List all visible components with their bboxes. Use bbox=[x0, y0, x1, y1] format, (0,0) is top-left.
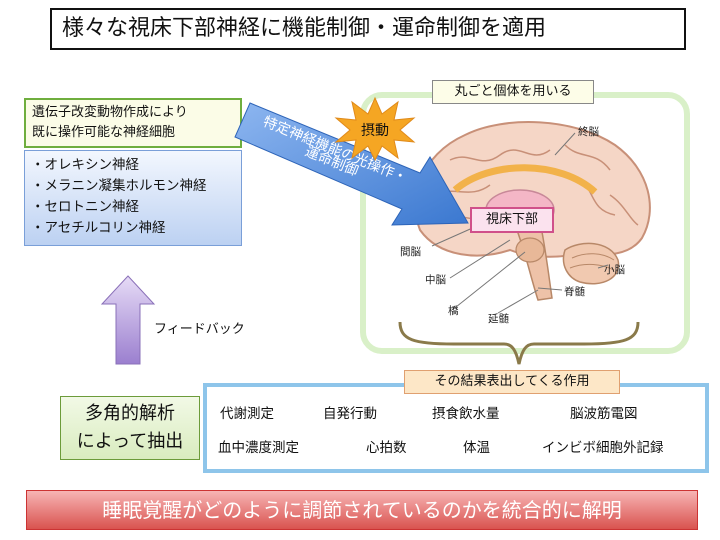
hypothalamus-label: 視床下部 bbox=[470, 207, 554, 233]
source-description: 遺伝子改変動物作成により 既に操作可能な神経細胞 bbox=[24, 98, 242, 148]
measurement-in-vivo-recording: インビボ細胞外記録 bbox=[542, 440, 664, 456]
perturbation-label: 摂動 bbox=[361, 123, 389, 139]
multi-analysis-line-2: によって抽出 bbox=[76, 431, 184, 452]
brain-label-medulla: 延髄 bbox=[488, 312, 509, 325]
list-item: ・セロトニン神経 bbox=[31, 199, 139, 215]
brain-label-spinal-cord: 脊髄 bbox=[564, 285, 585, 298]
measurement-food-water-intake: 摂食飲水量 bbox=[432, 406, 500, 422]
measurement-body-temperature: 体温 bbox=[463, 440, 490, 456]
organism-label: 丸ごと個体を用いる bbox=[432, 80, 594, 104]
effect-label: その結果表出してくる作用 bbox=[404, 370, 620, 394]
measurement-box bbox=[203, 383, 709, 473]
feedback-label: フィードバック bbox=[154, 322, 245, 337]
measurement-metabolism: 代謝測定 bbox=[220, 406, 274, 422]
page-title: 様々な視床下部神経に機能制御・運命制御を適用 bbox=[50, 8, 686, 50]
list-item: ・アセチルコリン神経 bbox=[31, 220, 166, 236]
measurement-eeg-emg: 脳波筋電図 bbox=[570, 406, 638, 422]
list-item: ・メラニン凝集ホルモン神経 bbox=[31, 178, 207, 194]
multi-analysis-line-1: 多角的解析 bbox=[85, 403, 175, 424]
measurement-spontaneous-activity: 自発行動 bbox=[323, 406, 377, 422]
feedback-arrow bbox=[100, 275, 156, 365]
brain-label-cerebellum: 小脳 bbox=[604, 264, 625, 276]
neuron-list: ・オレキシン神経 ・メラニン凝集ホルモン神経 ・セロトニン神経 ・アセチルコリン… bbox=[24, 150, 242, 246]
brain-label-diencephalon: 間脳 bbox=[400, 246, 421, 258]
source-line-2: 既に操作可能な神経細胞 bbox=[32, 125, 176, 140]
source-line-1: 遺伝子改変動物作成により bbox=[32, 105, 188, 120]
perturbation-burst: 摂動 bbox=[334, 96, 416, 162]
brain-label-pons: 橋 bbox=[448, 304, 459, 317]
measurement-heart-rate: 心拍数 bbox=[366, 440, 407, 456]
measurement-blood-concentration: 血中濃度測定 bbox=[218, 440, 299, 456]
brain-label-cerebrum: 終脳 bbox=[578, 125, 599, 138]
list-item: ・オレキシン神経 bbox=[31, 157, 139, 173]
result-brace bbox=[398, 321, 640, 365]
multi-analysis-label: 多角的解析 によって抽出 bbox=[60, 396, 200, 460]
brain-label-midbrain: 中脳 bbox=[425, 273, 446, 286]
conclusion-banner: 睡眠覚醒がどのように調節されているのかを統合的に解明 bbox=[26, 490, 698, 530]
